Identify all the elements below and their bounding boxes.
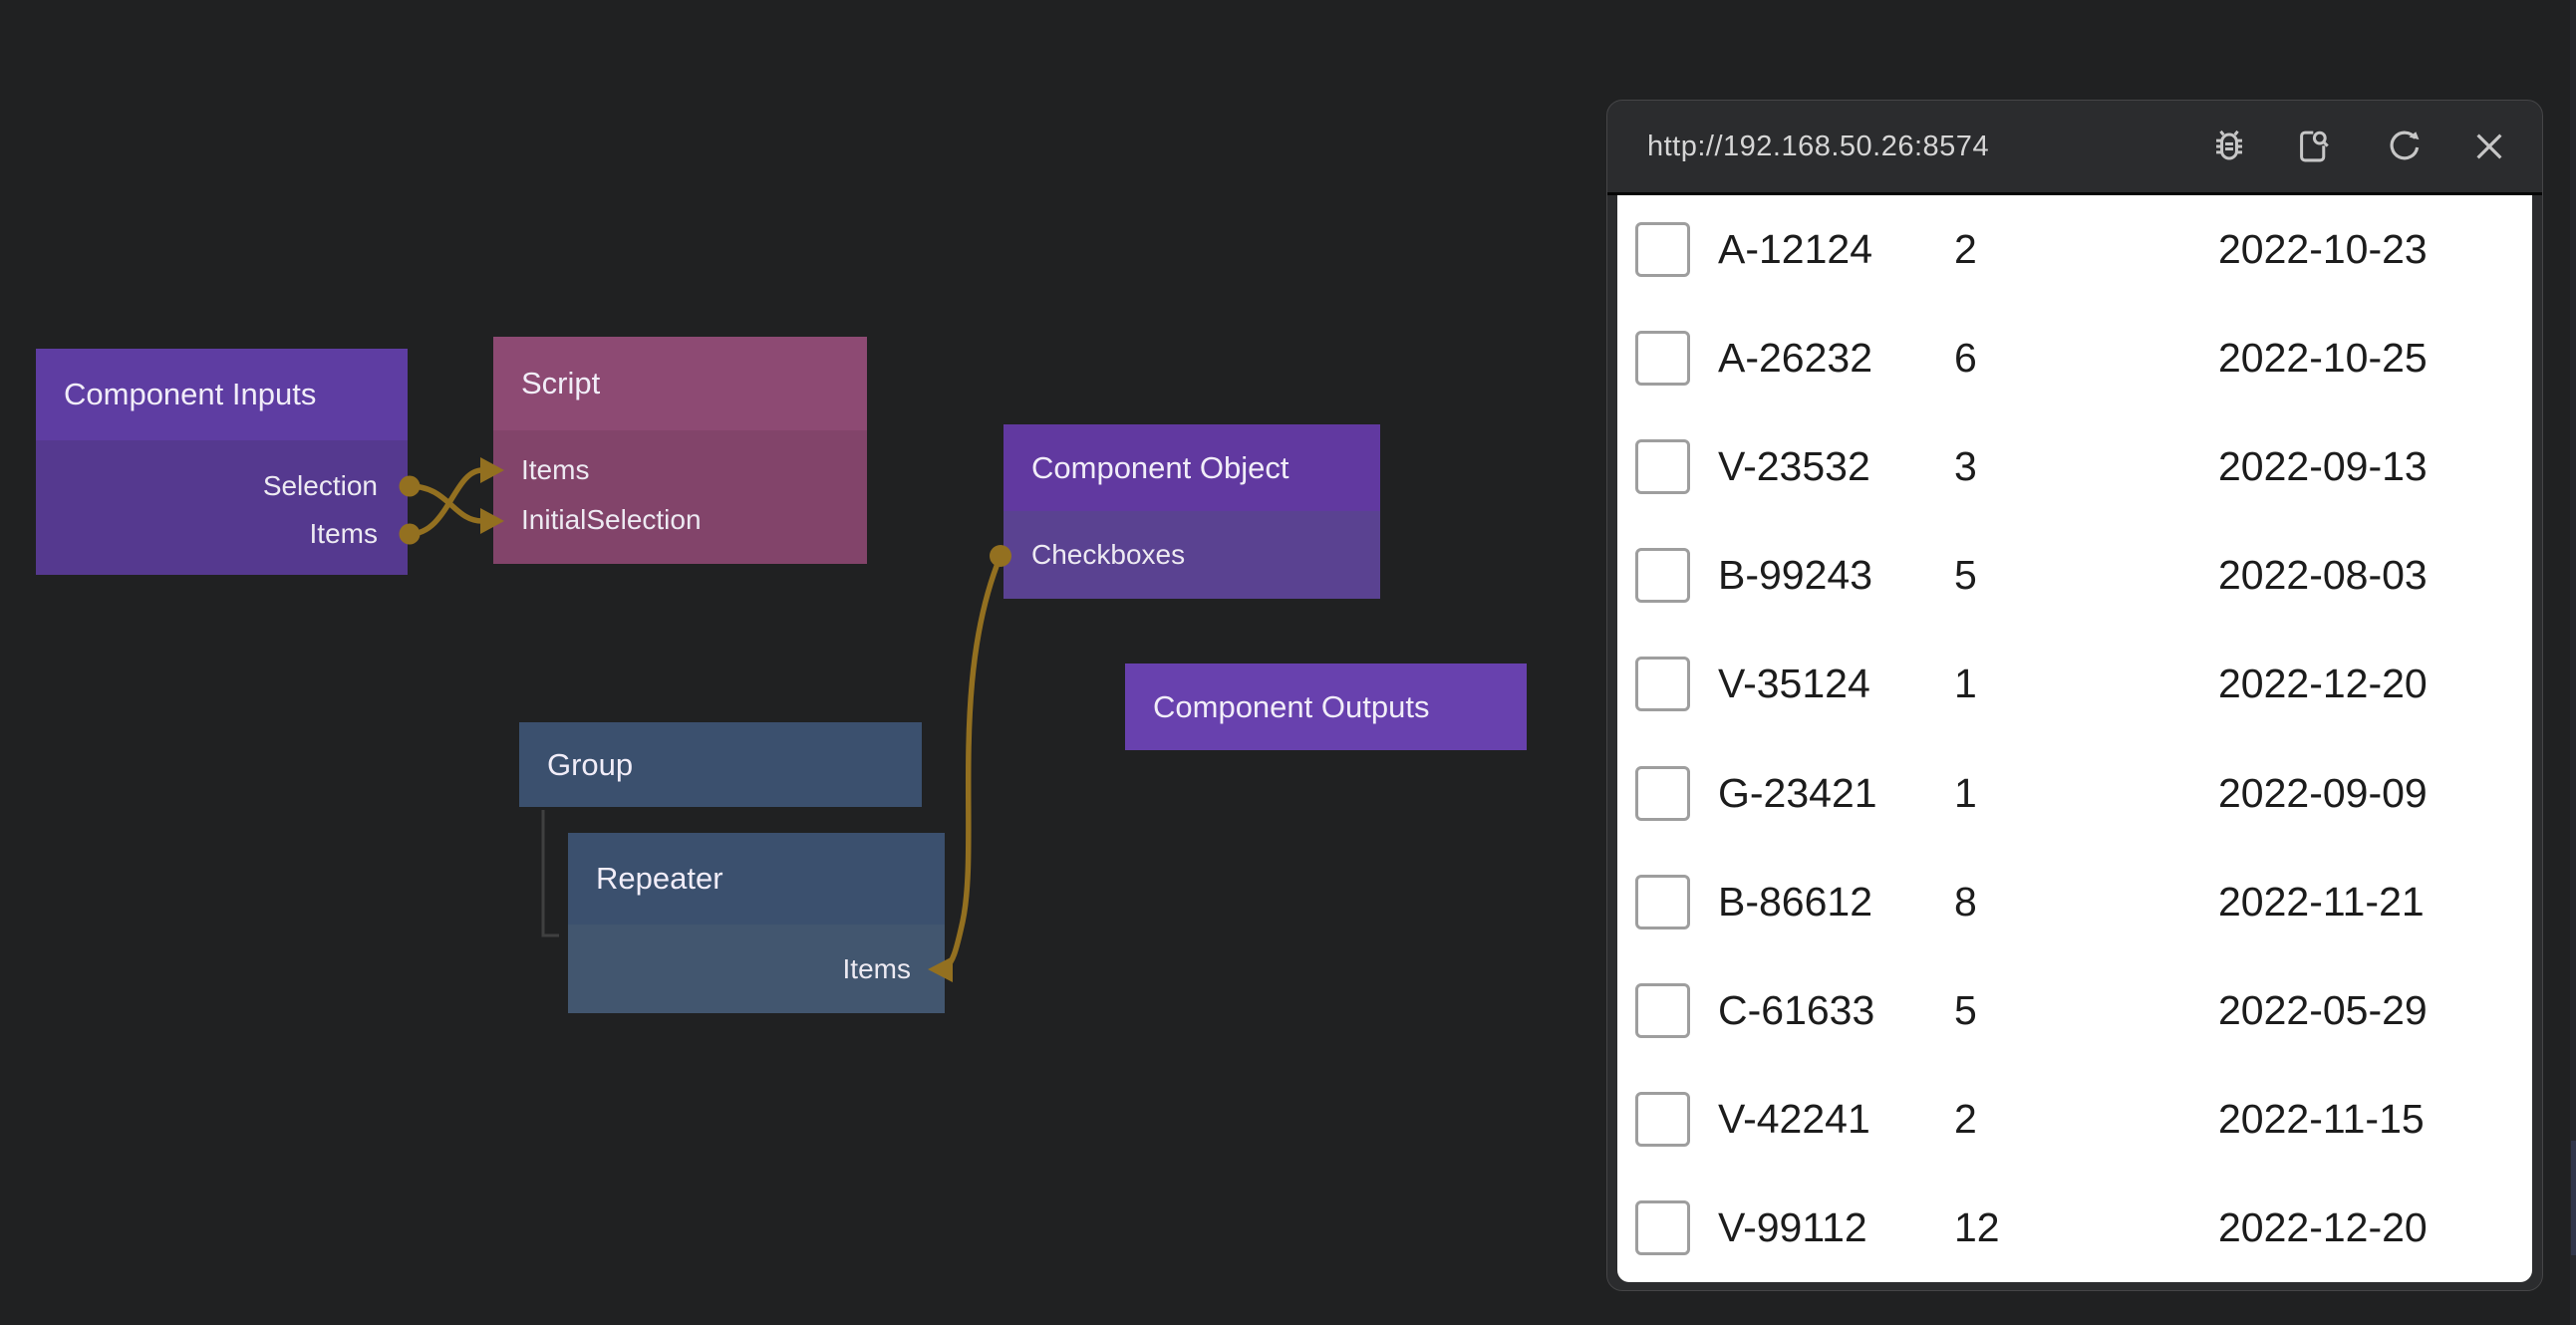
row-checkbox[interactable]: [1635, 874, 1690, 929]
checkbox-table: A-12124 2 2022-10-23 A-26232 6 2022-10-2…: [1617, 195, 2532, 1282]
row-checkbox[interactable]: [1635, 765, 1690, 821]
row-qty: 8: [1954, 878, 1977, 925]
table-row[interactable]: A-12124 2 2022-10-23: [1617, 195, 2532, 304]
table-row[interactable]: B-99243 5 2022-08-03: [1617, 521, 2532, 630]
row-id: A-12124: [1718, 226, 1873, 273]
row-checkbox[interactable]: [1635, 548, 1690, 604]
row-checkbox[interactable]: [1635, 657, 1690, 712]
node-script[interactable]: Script Items InitialSelection: [493, 337, 867, 564]
refresh-icon[interactable]: [2385, 128, 2423, 165]
table-row[interactable]: A-26232 6 2022-10-25: [1617, 304, 2532, 412]
row-qty: 2: [1954, 1095, 1977, 1142]
row-date: 2022-09-13: [2218, 443, 2428, 490]
row-date: 2022-10-23: [2218, 226, 2428, 273]
row-qty: 6: [1954, 335, 1977, 382]
wire-items-to-items[interactable]: [409, 467, 483, 537]
row-qty: 12: [1954, 1203, 2000, 1250]
row-qty: 2: [1954, 226, 1977, 273]
inspect-icon[interactable]: [2294, 128, 2332, 165]
row-id: B-99243: [1718, 552, 1873, 599]
table-row[interactable]: V-35124 1 2022-12-20: [1617, 630, 2532, 738]
port-checkboxes[interactable]: Checkboxes: [1031, 539, 1186, 570]
wire-checkboxes-to-repeater-items[interactable]: [943, 554, 1003, 970]
node-title: Repeater: [568, 833, 945, 925]
row-id: B-86612: [1718, 878, 1873, 925]
table-row[interactable]: V-42241 2 2022-11-15: [1617, 1065, 2532, 1174]
row-id: G-23421: [1718, 769, 1877, 816]
port-items[interactable]: Items: [842, 952, 911, 984]
node-title: Component Object: [1003, 424, 1380, 511]
table-row[interactable]: V-99112 12 2022-12-20: [1617, 1174, 2532, 1282]
node-component-outputs[interactable]: Component Outputs: [1125, 663, 1527, 750]
row-id: V-23532: [1718, 443, 1870, 490]
row-checkbox[interactable]: [1635, 439, 1690, 495]
port-initialselection[interactable]: InitialSelection: [521, 504, 702, 535]
table-row[interactable]: C-61633 5 2022-05-29: [1617, 956, 2532, 1065]
row-date: 2022-11-21: [2218, 878, 2425, 925]
row-qty: 5: [1954, 552, 1977, 599]
node-title: Script: [493, 337, 867, 430]
row-id: A-26232: [1718, 335, 1873, 382]
browser-toolbar: http://192.168.50.26:8574: [1607, 101, 2542, 192]
node-group[interactable]: Group: [519, 722, 922, 807]
row-date: 2022-12-20: [2218, 661, 2428, 707]
row-checkbox[interactable]: [1635, 222, 1690, 278]
screen-right-edge: [2570, 0, 2576, 1325]
row-date: 2022-05-29: [2218, 986, 2428, 1033]
row-date: 2022-11-15: [2218, 1095, 2425, 1142]
row-id: V-99112: [1718, 1203, 1867, 1250]
row-date: 2022-12-20: [2218, 1203, 2428, 1250]
wire-selection-to-initialselection[interactable]: [409, 483, 483, 524]
row-date: 2022-09-09: [2218, 769, 2428, 816]
node-title: Component Inputs: [36, 349, 408, 440]
row-checkbox[interactable]: [1635, 1199, 1690, 1255]
table-row[interactable]: B-86612 8 2022-11-21: [1617, 848, 2532, 956]
bug-icon[interactable]: [2210, 128, 2248, 165]
row-id: C-61633: [1718, 986, 1875, 1033]
port-items[interactable]: Items: [521, 454, 590, 485]
row-id: V-42241: [1718, 1095, 1870, 1142]
port-items[interactable]: Items: [309, 518, 378, 549]
port-selection[interactable]: Selection: [262, 470, 378, 501]
screen-right-edge-accent: [2571, 1141, 2576, 1255]
url-bar[interactable]: http://192.168.50.26:8574: [1647, 130, 1990, 162]
node-component-object[interactable]: Component Object Checkboxes: [1003, 424, 1380, 599]
row-date: 2022-08-03: [2218, 552, 2428, 599]
toolbar-divider: [1607, 192, 2542, 195]
row-checkbox[interactable]: [1635, 331, 1690, 387]
row-qty: 5: [1954, 986, 1977, 1033]
row-id: V-35124: [1718, 661, 1870, 707]
hierarchy-connector: [541, 810, 559, 937]
row-qty: 1: [1954, 661, 1977, 707]
node-component-inputs[interactable]: Component Inputs Selection Items: [36, 349, 408, 575]
row-checkbox[interactable]: [1635, 982, 1690, 1038]
row-qty: 3: [1954, 443, 1977, 490]
row-qty: 1: [1954, 769, 1977, 816]
table-row[interactable]: V-23532 3 2022-09-13: [1617, 412, 2532, 521]
close-icon[interactable]: [2470, 128, 2508, 165]
preview-browser-window: http://192.168.50.26:8574: [1606, 100, 2543, 1291]
node-repeater[interactable]: Repeater Items: [568, 833, 945, 1013]
table-row[interactable]: G-23421 1 2022-09-09: [1617, 738, 2532, 847]
row-checkbox[interactable]: [1635, 1091, 1690, 1147]
row-date: 2022-10-25: [2218, 335, 2428, 382]
